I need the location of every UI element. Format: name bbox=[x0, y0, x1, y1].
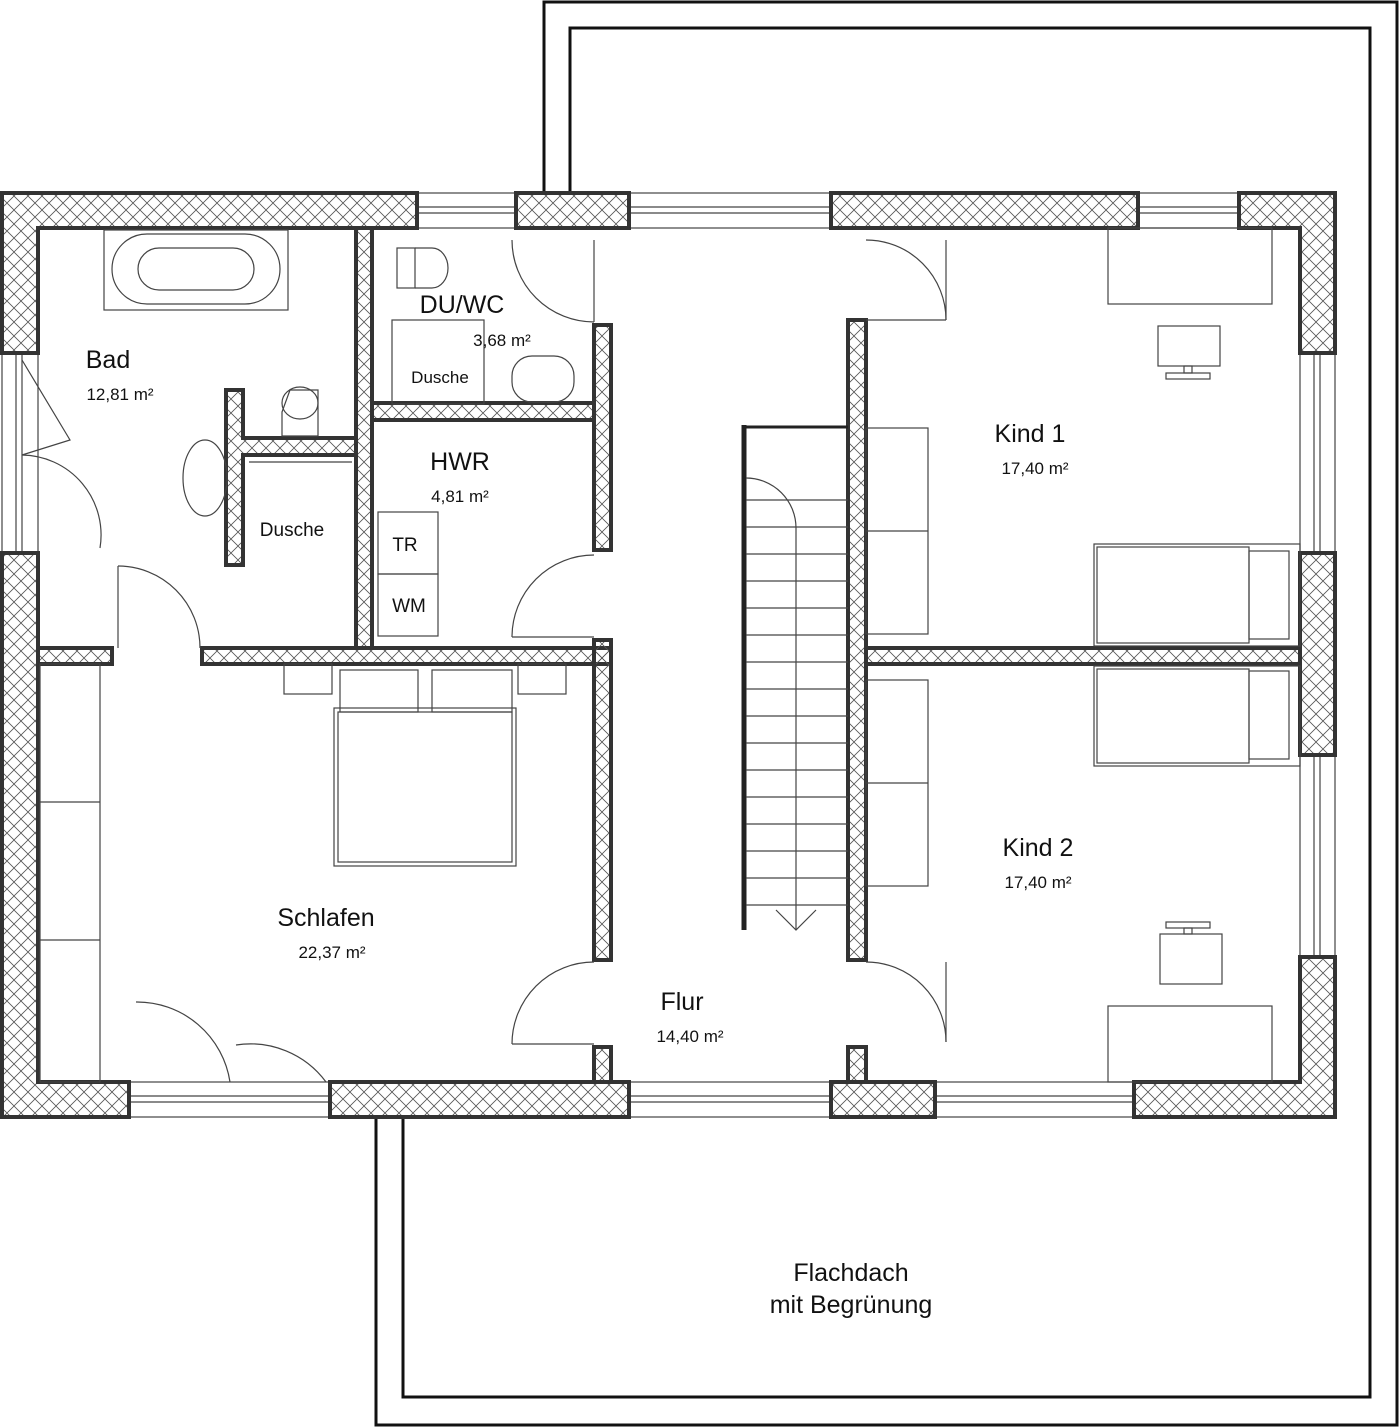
room-name-duwc: DU/WC bbox=[420, 291, 505, 319]
monitor-icon bbox=[1159, 933, 1223, 985]
roof-label: mit Begrünung bbox=[770, 1291, 933, 1319]
bathtub-icon bbox=[103, 229, 289, 311]
monitor-icon bbox=[1157, 325, 1221, 367]
washer-label: WM bbox=[392, 596, 426, 617]
room-name-kind2: Kind 2 bbox=[1003, 834, 1074, 862]
room-area-duwc: 3,68 m² bbox=[473, 331, 531, 350]
staircase bbox=[741, 425, 848, 931]
room-area-hwr: 4,81 m² bbox=[431, 487, 489, 506]
shower-label: Dusche bbox=[260, 520, 324, 541]
room-name-bad: Bad bbox=[86, 346, 130, 374]
doors bbox=[21, 239, 947, 1083]
room-area-schlafen: 22,37 m² bbox=[298, 943, 365, 962]
toilet-icon bbox=[396, 247, 416, 289]
shower-label: Dusche bbox=[411, 368, 469, 387]
roof-outline bbox=[374, 0, 1399, 1427]
walls bbox=[0, 191, 1337, 1119]
room-area-kind2: 17,40 m² bbox=[1004, 873, 1071, 892]
room-name-schlafen: Schlafen bbox=[277, 904, 374, 932]
room-name-flur: Flur bbox=[660, 988, 703, 1016]
room-name-kind1: Kind 1 bbox=[995, 420, 1066, 448]
toilet-icon bbox=[281, 389, 319, 437]
sink-icon bbox=[511, 355, 575, 403]
dryer-label: TR bbox=[392, 535, 417, 556]
room-area-flur: 14,40 m² bbox=[656, 1027, 723, 1046]
sink-icon bbox=[182, 439, 228, 517]
room-area-bad: 12,81 m² bbox=[86, 385, 153, 404]
roof-label: Flachdach bbox=[793, 1259, 908, 1287]
room-labels: Bad 12,81 m² DU/WC 3,68 m² HWR 4,81 m² K… bbox=[86, 291, 1074, 1319]
room-area-kind1: 17,40 m² bbox=[1001, 459, 1068, 478]
furniture bbox=[39, 227, 1301, 1083]
bed-icon bbox=[333, 707, 517, 867]
room-name-hwr: HWR bbox=[430, 448, 490, 476]
